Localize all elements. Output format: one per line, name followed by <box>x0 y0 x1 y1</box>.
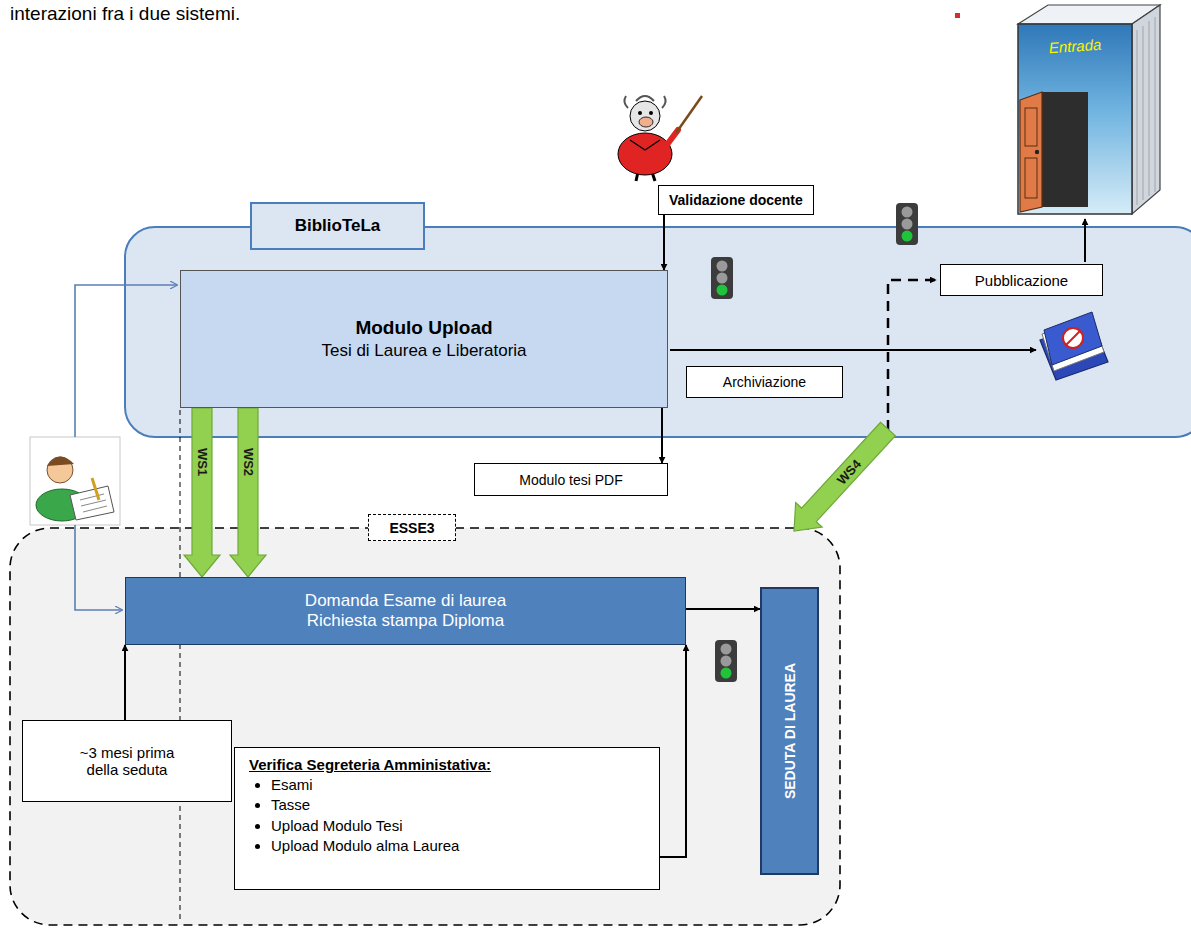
library-door-book <box>1025 108 1037 146</box>
box-label: Archiviazione <box>723 374 806 390</box>
flow-arrow <box>660 645 686 857</box>
traffic-light <box>902 231 913 242</box>
teacher-figure <box>618 96 702 181</box>
traffic-light <box>711 257 733 299</box>
student-figure <box>70 486 114 520</box>
library-door-book <box>1035 150 1039 154</box>
service-label: WS4 <box>833 456 863 487</box>
teacher-figure <box>676 96 702 133</box>
checklist-item: Tasse <box>271 795 459 815</box>
dashed-trigger-line <box>888 280 936 430</box>
student-figure <box>30 437 120 525</box>
teacher-figure <box>638 111 642 115</box>
teacher-figure <box>630 101 660 131</box>
region-outline <box>125 227 1191 437</box>
teacher-figure <box>630 140 660 150</box>
publish-arrow <box>1084 219 1086 262</box>
library-door-book <box>1025 158 1037 198</box>
teacher-figure <box>639 117 653 127</box>
module-box: Modulo UploadTesi di Laurea e Liberatori… <box>180 270 668 408</box>
traffic-light <box>717 273 728 284</box>
process-box: Pubblicazione <box>940 264 1103 296</box>
region-title: BiblioTeLa <box>250 202 425 250</box>
box-label: Modulo Upload <box>355 317 492 339</box>
archive-book <box>1040 312 1108 380</box>
box-label: Validazione docente <box>669 192 803 208</box>
flow-arrow <box>661 408 663 463</box>
traffic-light <box>721 668 732 679</box>
vertical-label: SEDUTA DI LAUREA <box>782 663 798 799</box>
event-bar: SEDUTA DI LAUREA <box>760 587 819 875</box>
box-label: Pubblicazione <box>975 272 1068 289</box>
traffic-light <box>896 203 918 245</box>
caption-fragment: interazioni fra i due sistemi. <box>10 3 240 25</box>
web-service-arrow <box>184 408 220 577</box>
student-line <box>75 285 177 437</box>
box-label: ~3 mesi prima della seduta <box>62 744 192 778</box>
teacher-figure <box>649 111 653 115</box>
checklist-item: Upload Modulo Tesi <box>271 816 459 836</box>
box-label: Modulo tesi PDF <box>519 472 622 488</box>
traffic-light <box>902 207 913 218</box>
library-door-book <box>1018 5 1160 214</box>
traffic-light <box>715 640 737 682</box>
red-mark <box>955 13 960 18</box>
archive-book <box>1063 328 1083 348</box>
dashed-guide-line <box>180 410 181 923</box>
traffic-light <box>715 640 737 682</box>
teacher-figure <box>618 133 672 175</box>
traffic-light <box>717 285 728 296</box>
library-door-book <box>1018 24 1132 214</box>
process-box: Validazione docente <box>658 185 814 215</box>
archive-arrow <box>670 349 1036 351</box>
box-label: Domanda Esame di laurea Richiesta stampa… <box>291 591 521 631</box>
system-region: BiblioTeLaModulo UploadTesi di Laurea e … <box>125 227 1191 437</box>
student-figure <box>92 478 99 500</box>
web-service-arrow <box>794 422 895 531</box>
checklist-heading: Verifica Segreteria Amministativa: <box>249 756 491 773</box>
student-line <box>75 525 122 610</box>
output-box: Modulo tesi PDF <box>474 463 668 496</box>
process-box: Archiviazione <box>686 366 843 398</box>
system-region: ESSE3Domanda Esame di laurea Richiesta s… <box>10 528 840 925</box>
service-label: WS1 <box>195 448 210 476</box>
note-box: ~3 mesi prima della seduta <box>22 720 232 802</box>
service-label: WS2 <box>241 448 256 476</box>
student-figure <box>47 456 74 466</box>
archive-book <box>1044 312 1102 365</box>
archive-book <box>1066 331 1080 345</box>
flow-arrow <box>663 215 665 270</box>
traffic-light <box>711 257 733 299</box>
library-door-book <box>1132 5 1160 214</box>
traffic-light <box>896 203 918 245</box>
student-figure <box>47 457 73 483</box>
flow-arrow <box>686 608 760 610</box>
traffic-light <box>721 656 732 667</box>
checklist: EsamiTasseUpload Modulo TesiUpload Modul… <box>249 775 459 856</box>
checklist-item: Esami <box>271 775 459 795</box>
library-door-book <box>1137 17 1155 205</box>
teacher-figure <box>624 96 665 108</box>
traffic-light <box>721 644 732 655</box>
web-service-arrow <box>230 408 266 577</box>
checklist-box: Verifica Segreteria Amministativa: EsamiT… <box>234 747 660 890</box>
student-figure <box>80 494 107 512</box>
traffic-light <box>902 219 913 230</box>
checklist-item: Upload Modulo alma Laurea <box>271 836 459 856</box>
region-outline <box>10 528 840 925</box>
student-figure <box>30 437 120 525</box>
library-door-book <box>1020 92 1042 212</box>
door-sign: Entrada <box>1048 36 1102 57</box>
box-label: Tesi di Laurea e Liberatoria <box>321 341 526 361</box>
traffic-light <box>717 261 728 272</box>
flow-arrow <box>124 645 126 720</box>
library-door-book <box>1040 92 1088 207</box>
process-box: Domanda Esame di laurea Richiesta stampa… <box>125 577 686 645</box>
region-title: ESSE3 <box>368 514 456 541</box>
